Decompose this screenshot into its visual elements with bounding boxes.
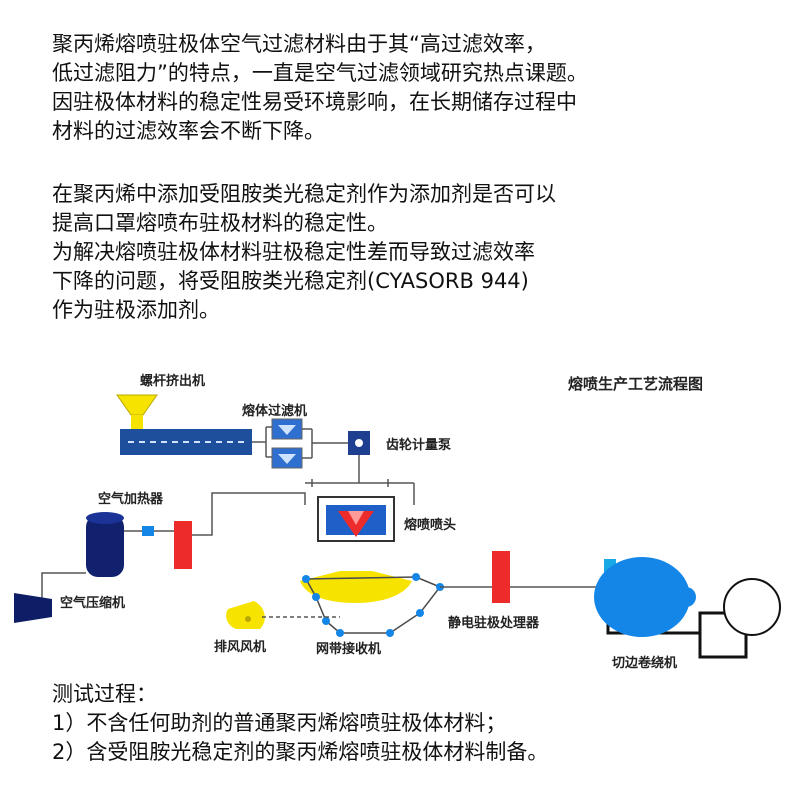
hopper-neck bbox=[131, 415, 143, 429]
gear-pump-gear-icon bbox=[355, 439, 363, 447]
test-item-1: 1）不含任何助剂的普通聚丙烯熔喷驻极体材料； bbox=[52, 711, 507, 735]
mesh-belt-label: 网带接收机 bbox=[316, 641, 381, 657]
intro-paragraph: 聚丙烯熔喷驻极体空气过滤材料由于其“高过滤效率， 低过滤阻力”的特点，一直是空气… bbox=[52, 30, 588, 146]
winder-take-up-wheel bbox=[723, 578, 781, 636]
method-line-2: 提高口罩熔喷布驻极材料的稳定性。 bbox=[52, 211, 388, 235]
belt-roller bbox=[336, 629, 344, 637]
method-line-4: 下降的问题，将受阻胺类光稳定剂(CYASORB 944) bbox=[52, 269, 529, 293]
melt-filter-label: 熔体过滤机 bbox=[242, 403, 307, 419]
intro-line-2: 低过滤阻力”的特点，一直是空气过滤领域研究热点课题。 bbox=[52, 61, 588, 85]
intro-line-3: 因驻极体材料的稳定性易受环境影响，在长期储存过程中 bbox=[52, 90, 577, 114]
winder-roll bbox=[594, 557, 690, 637]
pipe-compressor-tank bbox=[41, 572, 86, 607]
method-line-3: 为解决熔喷驻极体材料驻极稳定性差而导致过滤效率 bbox=[52, 240, 535, 264]
test-procedure: 测试过程： 1）不含任何助剂的普通聚丙烯熔喷驻极体材料； 2）含受阻胺光稳定剂的… bbox=[52, 680, 548, 767]
filter-mesh-icon-top bbox=[278, 425, 296, 435]
test-heading: 测试过程： bbox=[52, 682, 157, 706]
belt-roller bbox=[322, 617, 330, 625]
air-heater bbox=[174, 521, 192, 569]
die-head-nozzle-inner bbox=[348, 511, 364, 525]
belt-roller bbox=[416, 609, 424, 617]
winder-label: 切边卷绕机 bbox=[612, 655, 677, 671]
winder-side-roller bbox=[676, 587, 696, 607]
electret-processor-label: 静电驻极处理器 bbox=[448, 615, 540, 631]
belt-roller bbox=[312, 593, 320, 601]
air-compressor bbox=[14, 593, 52, 623]
belt-roller bbox=[386, 629, 394, 637]
diagram-title: 熔喷生产工艺流程图 bbox=[568, 375, 703, 393]
belt-roller bbox=[302, 575, 310, 583]
screw-extruder-label: 螺杆挤出机 bbox=[140, 373, 205, 389]
process-flow-diagram: 熔喷生产工艺流程图 螺杆挤出机 熔体过滤机 齿轮计量泵 熔喷喷头 空气加热器 空 bbox=[14, 373, 781, 671]
air-compressor-label: 空气压缩机 bbox=[60, 595, 125, 611]
exhaust-fan-hub-icon bbox=[245, 616, 251, 622]
tank-top-cap bbox=[86, 512, 124, 524]
air-compressor-tank bbox=[86, 515, 124, 577]
air-valve bbox=[142, 526, 154, 536]
electret-processor bbox=[492, 551, 510, 603]
exhaust-fan-label: 排风风机 bbox=[214, 639, 266, 655]
gear-pump-label: 齿轮计量泵 bbox=[386, 437, 451, 453]
intro-line-4: 材料的过滤效率会不断下降。 bbox=[52, 119, 325, 143]
method-line-1: 在聚丙烯中添加受阻胺类光稳定剂作为添加剂是否可以 bbox=[52, 182, 556, 206]
intro-line-1: 聚丙烯熔喷驻极体空气过滤材料由于其“高过滤效率， bbox=[52, 32, 546, 56]
extruder-hopper bbox=[116, 394, 158, 416]
method-line-5: 作为驻极添加剂。 bbox=[52, 298, 220, 322]
test-item-2: 2）含受阻胺光稳定剂的聚丙烯熔喷驻极体材料制备。 bbox=[52, 740, 549, 764]
hot-air-line-left bbox=[202, 492, 306, 536]
belt-roller bbox=[412, 573, 420, 581]
method-paragraph: 在聚丙烯中添加受阻胺类光稳定剂作为添加剂是否可以 提高口罩熔喷布驻极材料的稳定性… bbox=[52, 180, 556, 325]
exhaust-fan bbox=[226, 601, 265, 629]
filter-mesh-icon-bottom bbox=[278, 454, 296, 464]
die-head-label: 熔喷喷头 bbox=[404, 517, 456, 533]
air-heater-label: 空气加热器 bbox=[98, 491, 164, 507]
